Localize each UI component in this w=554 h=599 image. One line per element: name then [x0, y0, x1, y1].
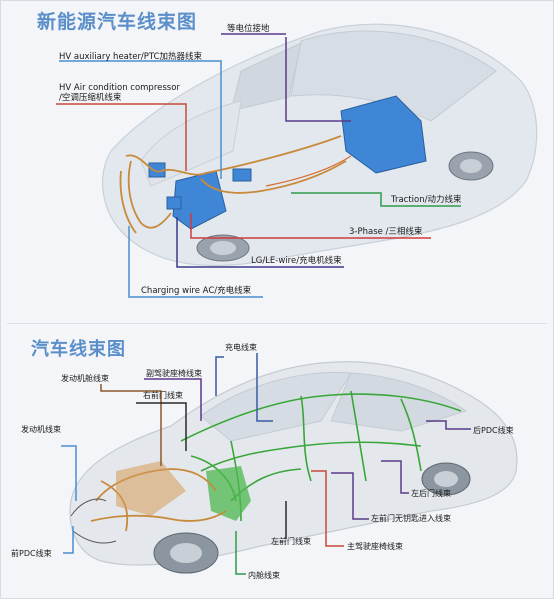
- label-lg-le-wire: LG/LE-wire/充电机线束: [251, 256, 342, 266]
- label-engine-harness: 发动机线束: [21, 425, 61, 434]
- label-right-front-door-harness: 右前门线束: [143, 391, 183, 400]
- label-equipotential-grounding: 等电位接地: [227, 24, 270, 34]
- label-left-rear-door-harness: 左后门线束: [411, 489, 451, 498]
- label-charging-wire-ac: Charging wire AC/充电线束: [141, 286, 252, 296]
- label-driver-seat-harness: 主驾驶座椅线束: [347, 542, 403, 551]
- label-rear-pdc-harness: 后PDC线束: [473, 426, 514, 435]
- label-passenger-seat-harness: 副驾驶座椅线束: [146, 369, 202, 378]
- label-hv-air-compressor-line2: /空调压缩机线束: [59, 93, 122, 103]
- label-left-front-door-harness: 左前门线束: [271, 537, 311, 546]
- label-left-front-keyless-harness: 左前门无钥匙进入线束: [371, 514, 451, 523]
- section-divider: [7, 323, 547, 324]
- label-hv-air-compressor-line1: HV Air condition compressor: [59, 83, 180, 93]
- label-charging-harness: 充电线束: [225, 343, 257, 352]
- label-three-phase-harness: 3-Phase /三相线束: [349, 227, 423, 237]
- label-cabin-harness: 内舱线束: [248, 571, 280, 580]
- label-front-pdc-harness: 前PDC线束: [11, 549, 52, 558]
- label-hv-auxiliary-heater: HV auxiliary heater/PTC加热器线束: [59, 52, 203, 62]
- top-section-title: 新能源汽车线束图: [37, 11, 198, 33]
- label-traction-harness: Traction/动力线束: [391, 195, 462, 205]
- bottom-section-title: 汽车线束图: [31, 339, 126, 360]
- label-engine-room-harness: 发动机舱线束: [61, 374, 109, 383]
